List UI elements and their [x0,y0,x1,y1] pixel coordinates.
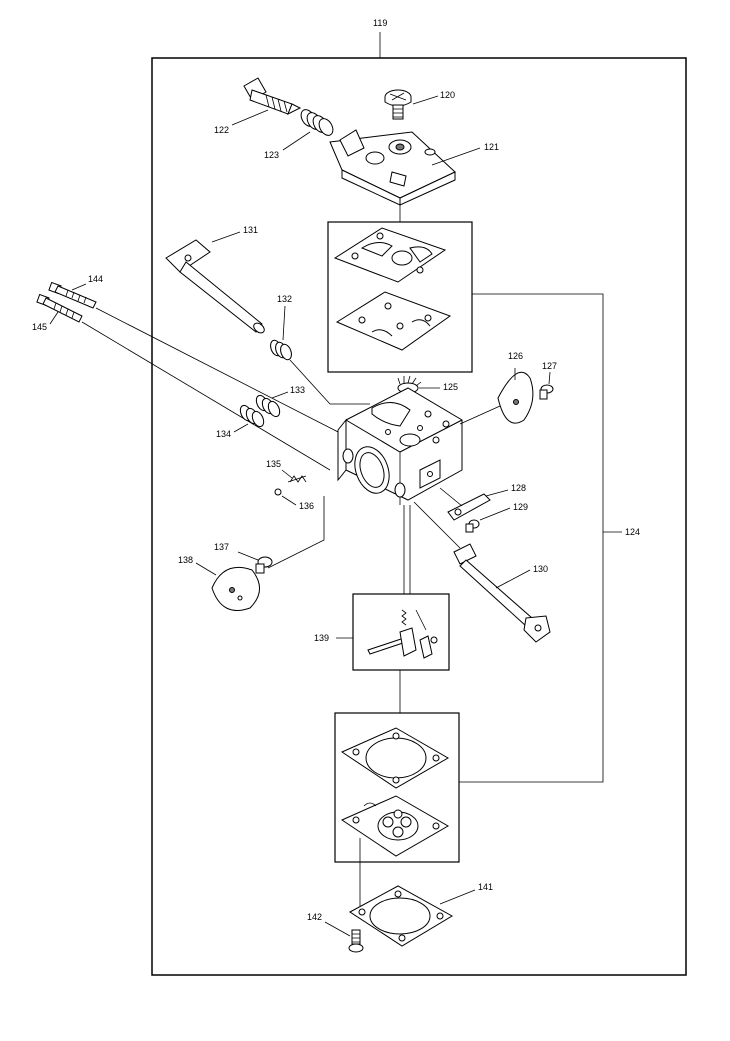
part-127-screw [539,384,554,400]
part-136-ball [274,488,282,496]
label-130: 130 [533,564,548,574]
label-126: 126 [508,351,523,361]
part-137-screw [255,556,273,574]
part-134-spring [239,404,265,428]
label-122: 122 [214,125,229,135]
part-133-spring [255,394,281,418]
assembly-frame [151,57,687,976]
part-130-shaft [453,543,551,643]
label-135: 135 [266,459,281,469]
part-145-screw [36,293,83,323]
part-141-cover [349,885,453,947]
label-121: 121 [484,142,499,152]
label-125: 125 [443,382,458,392]
part-135-spring [287,475,307,483]
label-124: 124 [625,527,640,537]
label-123: 123 [264,150,279,160]
label-132: 132 [277,294,292,304]
part-121-cover [329,129,456,206]
part-144-screw [48,281,97,309]
part-122-screw [243,77,302,116]
label-131: 131 [243,225,258,235]
part-132-spring [270,339,292,361]
part-128-lever [447,493,491,521]
label-129: 129 [513,502,528,512]
part-139-lever [367,609,438,659]
label-127: 127 [542,361,557,371]
label-142: 142 [307,912,322,922]
part-129-screw [465,519,480,533]
label-139: 139 [314,633,329,643]
part-138-plate [211,566,260,611]
label-141: 141 [478,882,493,892]
lower-gasket-2-diaphragm [340,795,450,857]
part-120-screw [384,89,412,120]
part-126-plate [497,371,534,424]
lower-gasket-1 [340,727,450,789]
label-133: 133 [290,385,305,395]
label-137: 137 [214,542,229,552]
part-131-shaft [165,239,265,334]
part-142-screw [348,929,364,953]
label-145: 145 [32,322,47,332]
label-134: 134 [216,429,231,439]
label-120: 120 [440,90,455,100]
label-119: 119 [373,18,387,28]
part-123-spring [300,109,334,136]
upper-gasket-1 [333,227,447,283]
label-138: 138 [178,555,193,565]
label-144: 144 [88,274,103,284]
label-136: 136 [299,501,314,511]
carburetor-body [337,387,463,505]
upper-gasket-2 [335,291,452,351]
label-128: 128 [511,483,526,493]
